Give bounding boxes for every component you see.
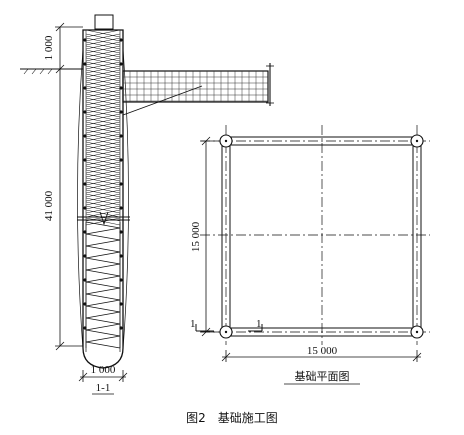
section-cut-marks [195, 324, 263, 332]
horizontal-beam [122, 63, 274, 116]
width-dimension [78, 370, 128, 382]
plan-corner-piles [219, 134, 424, 339]
section-name: 1-1 [96, 382, 111, 394]
pile-section-view: 1 000 41 000 1 000 1-1 [20, 14, 274, 395]
pile-left-guide [77, 47, 84, 351]
pile-spiral-markers [83, 38, 123, 330]
plan-side-dimension [201, 136, 220, 337]
ground-line [20, 68, 83, 75]
pile-right-guide [122, 47, 129, 351]
height-dimension-label: 41 000 [43, 190, 55, 221]
figure-caption: 图2 基础施工图 [186, 411, 278, 425]
pile-dense-hatching [85, 30, 121, 348]
plan-bottom-dimension [221, 350, 422, 362]
plan-side-dimension-label: 15 000 [190, 221, 202, 252]
plan-perimeter-beams [221, 136, 422, 337]
width-dimension-label: 1 000 [91, 364, 116, 376]
top-dimension-label: 1 000 [43, 35, 55, 60]
cut-mark-right-label: 1 [256, 318, 262, 330]
vertical-dimension [55, 22, 83, 351]
pile-body-outline [82, 29, 124, 369]
foundation-plan-view: 15 000 15 000 1 1 基础平面图 [190, 125, 430, 385]
plan-title: 基础平面图 [295, 370, 350, 383]
pile-break-mark [77, 211, 130, 226]
cut-mark-left-label: 1 [190, 318, 196, 330]
pile-lower-zigzag [85, 221, 121, 352]
plan-center-lines [200, 125, 430, 345]
plan-bottom-dimension-label: 15 000 [307, 345, 338, 357]
pile-head-cap [94, 14, 114, 30]
